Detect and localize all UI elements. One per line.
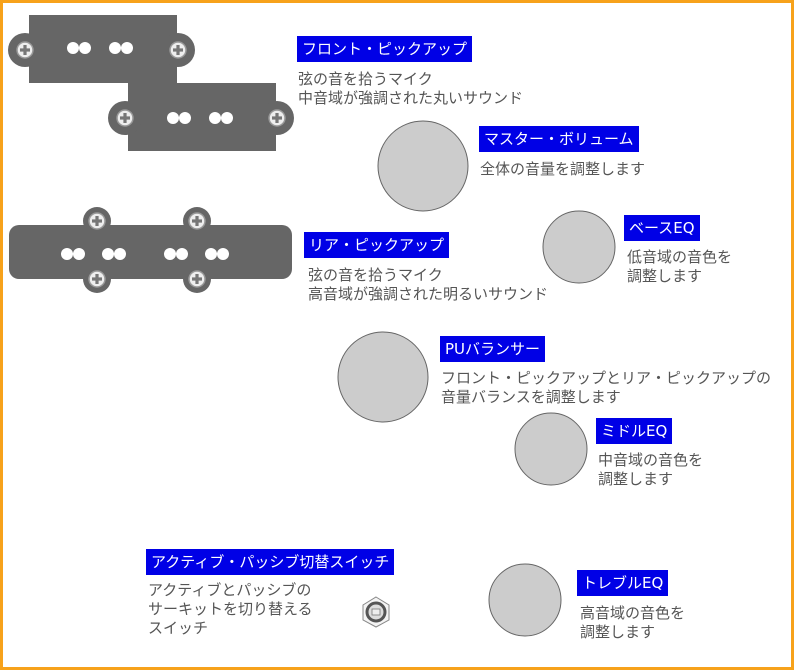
active-passive-switch[interactable]	[362, 596, 390, 628]
front-pickup-label: フロント・ピックアップ	[297, 36, 473, 62]
rear-pickup	[9, 207, 292, 293]
pu-balancer-label: PUバランサー	[440, 336, 546, 362]
master-volume-label: マスター・ボリューム	[479, 126, 639, 152]
mid-eq-label: ミドルEQ	[596, 418, 673, 444]
bass-eq-knob[interactable]	[542, 210, 616, 284]
switch-label: アクティブ・パッシブ切替スイッチ	[146, 549, 395, 575]
mid-eq-desc: 中音域の音色を 調整します	[598, 451, 704, 488]
mid-eq-knob[interactable]	[514, 412, 588, 486]
treble-eq-knob[interactable]	[488, 563, 562, 637]
switch-desc: アクティブとパッシブの サーキットを切り替える スイッチ	[148, 581, 313, 637]
master-volume-knob[interactable]	[377, 120, 469, 212]
front-pickup-desc: 弦の音を拾うマイク 中音域が強調された丸いサウンド	[298, 70, 524, 107]
front-pickup	[8, 15, 294, 151]
rear-pickup-desc: 弦の音を拾うマイク 高音域が強調された明るいサウンド	[308, 266, 549, 303]
rear-pickup-label: リア・ピックアップ	[304, 232, 450, 258]
bass-eq-desc: 低音域の音色を 調整します	[627, 248, 733, 285]
pu-balancer-knob[interactable]	[337, 331, 429, 423]
master-volume-desc: 全体の音量を調整します	[480, 160, 646, 178]
bass-eq-label: ベースEQ	[624, 215, 700, 241]
treble-eq-desc: 高音域の音色を 調整します	[580, 604, 686, 641]
pu-balancer-desc: フロント・ピックアップとリア・ピックアップの 音量バランスを調整します	[441, 369, 772, 406]
treble-eq-label: トレブルEQ	[577, 570, 669, 596]
